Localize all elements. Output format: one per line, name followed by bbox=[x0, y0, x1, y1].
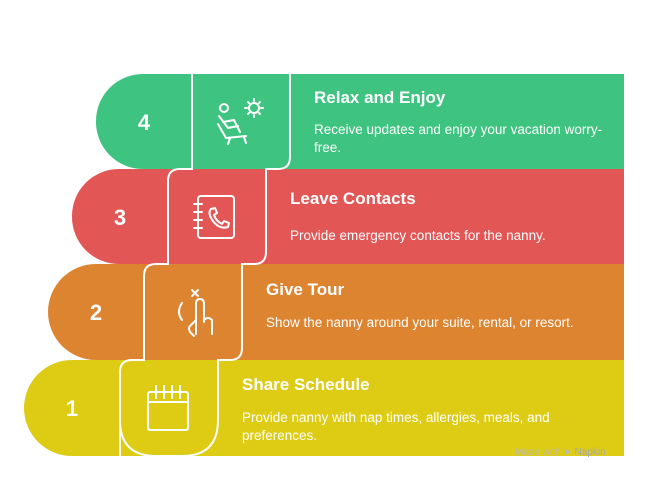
step-1-band bbox=[24, 360, 624, 456]
calendar-icon bbox=[147, 385, 189, 431]
step-4-title: Relax and Enjoy bbox=[314, 88, 446, 107]
watermark-brand: Napkin bbox=[574, 447, 606, 458]
step-2-number: 2 bbox=[89, 300, 103, 325]
step-2-description: Show the nanny around your suite, rental… bbox=[266, 315, 574, 330]
step-4-description: Receive updates and enjoy your vacation … bbox=[314, 122, 603, 155]
relaxing-person-icon bbox=[217, 98, 264, 145]
step-1-description: Provide nanny with nap times, allergies,… bbox=[242, 410, 550, 443]
address-book-icon bbox=[193, 195, 235, 239]
step-3-title: Leave Contacts bbox=[290, 189, 416, 208]
step-1-title: Share Schedule bbox=[242, 375, 370, 394]
napkin-watermark: Made with ➤ Napkin bbox=[515, 447, 606, 458]
napkin-logo-icon: ➤ bbox=[563, 447, 572, 458]
step-3-band bbox=[72, 169, 624, 264]
step-4-number: 4 bbox=[137, 110, 151, 135]
step-4-band bbox=[96, 74, 624, 169]
step-2-band bbox=[48, 264, 624, 360]
tap-gesture-icon bbox=[178, 289, 213, 337]
connector-outline bbox=[119, 74, 291, 457]
step-3-description: Provide emergency contacts for the nanny… bbox=[290, 228, 546, 243]
watermark-prefix: Made with bbox=[515, 447, 561, 458]
step-1-number: 1 bbox=[65, 396, 79, 421]
step-3-number: 3 bbox=[113, 205, 127, 230]
step-2-title: Give Tour bbox=[266, 280, 345, 299]
